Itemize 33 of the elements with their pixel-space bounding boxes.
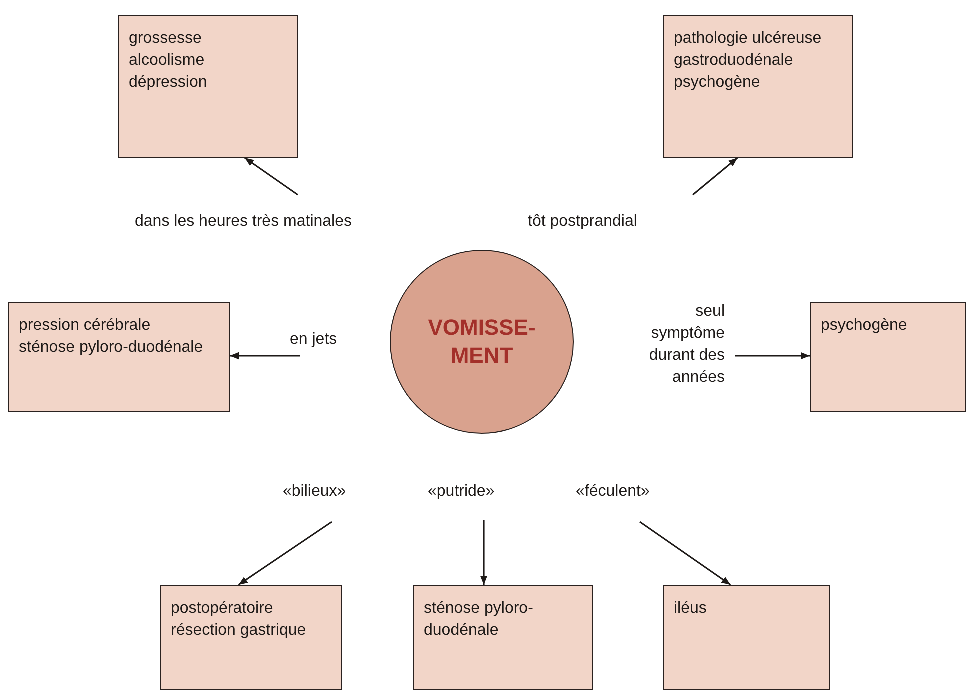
arrow <box>480 520 488 585</box>
node-text: psychogène <box>821 316 908 336</box>
node-text: iléus <box>674 599 708 619</box>
node-text: VOMISSE-MENT <box>427 314 537 370</box>
arrow <box>230 352 300 360</box>
edge-label: en jets <box>290 330 338 350</box>
cause-box <box>810 302 966 412</box>
node-text: sténose pyloro-duodénale <box>424 599 534 641</box>
arrow <box>640 521 732 586</box>
node-text: psychogène <box>674 73 762 93</box>
node-text: dépression <box>129 73 208 93</box>
node-text: alcoolisme <box>129 51 206 71</box>
cause-box <box>118 15 298 158</box>
node-text: pression cérébrale <box>19 316 152 336</box>
arrow <box>244 157 298 196</box>
edge-label: dans les heures très matinales <box>135 212 353 232</box>
node-text: postopératoire <box>171 599 274 619</box>
node-text: grossesse <box>129 29 203 49</box>
edge-label: tôt postprandial <box>528 212 638 232</box>
arrow <box>692 157 738 196</box>
arrow <box>238 521 332 586</box>
edge-label: seul symptôme durant des années <box>648 302 725 388</box>
edge-label: «putride» <box>428 482 496 502</box>
edge-label: «féculent» <box>576 482 651 502</box>
arrow <box>735 352 810 360</box>
cause-box <box>8 302 230 412</box>
cause-box <box>160 585 342 690</box>
edge-label: «bilieux» <box>283 482 348 502</box>
node-text: sténose pyloro-duodénale <box>19 338 204 358</box>
cause-box <box>663 15 853 158</box>
cause-box <box>413 585 593 690</box>
cause-box <box>663 585 830 690</box>
node-text: résection gastrique <box>171 621 308 641</box>
